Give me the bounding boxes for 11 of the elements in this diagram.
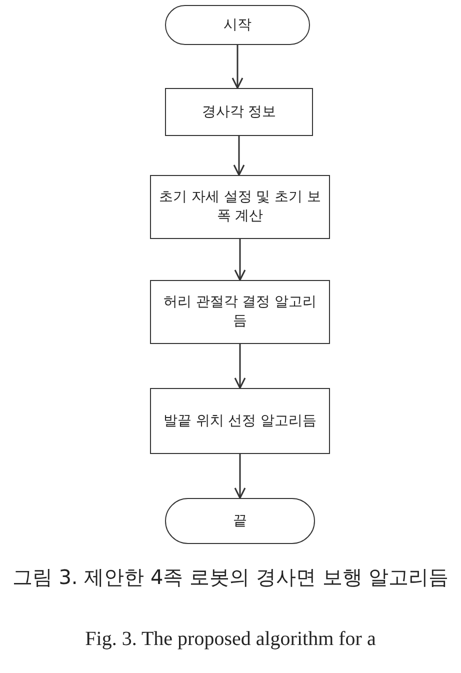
process-box: 초기 자세 설정 및 초기 보폭 계산 <box>150 175 330 239</box>
figure-caption: 그림 3. 제안한 4족 로봇의 경사면 보행 알고리듬 <box>11 564 450 591</box>
process-box: 허리 관절각 결정 알고리듬 <box>150 280 330 344</box>
arrow <box>232 45 244 89</box>
figure-caption: Fig. 3. The proposed algorithm for a <box>84 628 377 651</box>
process-box: 경사각 정보 <box>165 88 313 136</box>
arrow <box>233 136 245 176</box>
arrow <box>234 344 246 389</box>
arrow <box>234 454 246 499</box>
arrow <box>234 239 246 281</box>
process-box: 발끝 위치 선정 알고리듬 <box>150 388 330 454</box>
